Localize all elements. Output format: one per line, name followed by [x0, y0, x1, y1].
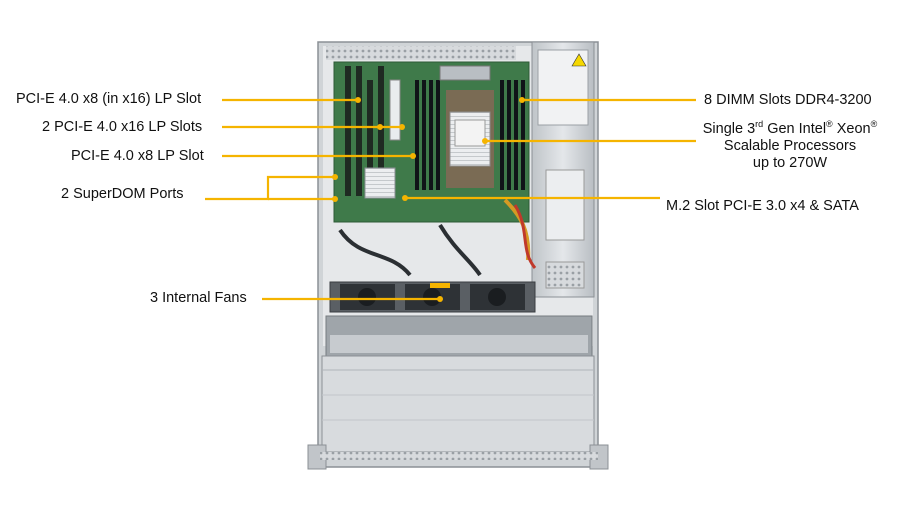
cpu-text-3: Xeon: [832, 121, 871, 137]
internal-fans: [329, 281, 536, 313]
label-cpu-line2: Scalable Processors: [723, 138, 857, 154]
label-cpu-line3: up to 270W: [752, 155, 828, 171]
cpu-text-1: Single 3: [702, 121, 756, 137]
cpu-text-2: Gen Intel: [763, 121, 827, 137]
label-pcie-x16-slots: 2 PCI-E 4.0 x16 LP Slots: [42, 119, 203, 135]
label-pcie-x8-in-x16: PCI-E 4.0 x8 (in x16) LP Slot: [16, 91, 202, 107]
rear-vent: [326, 46, 516, 60]
label-pcie-x8: PCI-E 4.0 x8 LP Slot: [71, 148, 204, 164]
power-supply: [531, 41, 595, 298]
cpu-sup-2: ®: [826, 119, 833, 130]
label-m2: M.2 Slot PCI-E 3.0 x4 & SATA: [666, 198, 859, 214]
label-cpu-line1: Single 3rd Gen Intel® Xeon®: [700, 119, 880, 138]
label-superdom: 2 SuperDOM Ports: [61, 186, 184, 202]
front-drive-cage: [321, 355, 595, 453]
label-fans: 3 Internal Fans: [150, 290, 247, 306]
dimm-slots: [415, 80, 525, 190]
cables: [338, 198, 537, 277]
label-cpu: Single 3rd Gen Intel® Xeon® Scalable Pro…: [700, 119, 880, 172]
pcie-slots: [345, 66, 401, 196]
cpu-sup-3: ®: [870, 119, 878, 130]
cpu-sup-1: rd: [755, 119, 764, 130]
leader-superdom: [205, 175, 335, 201]
label-dimm: 8 DIMM Slots DDR4-3200: [704, 92, 872, 108]
chipset-heatsink: [364, 167, 396, 199]
